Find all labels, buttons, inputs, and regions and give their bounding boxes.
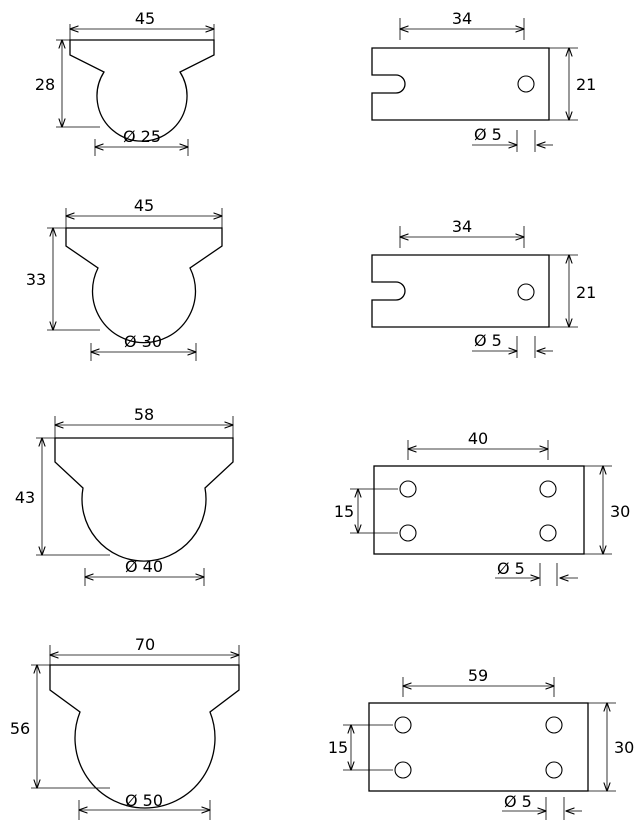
row-2: 45 33 Ø 30 34 21 Ø 5 [26,196,596,361]
width-label: 30 [614,738,634,757]
height-label: 28 [35,75,55,94]
hole [517,283,535,301]
height-label: 43 [15,488,35,507]
plate-outline [371,47,550,121]
width-label: 70 [135,635,155,654]
width-label: 45 [135,9,155,28]
hole-diameter-label: Ø 5 [504,792,532,811]
hole-spacing-label: 40 [468,429,488,448]
hole-spacing-label: 34 [452,217,472,236]
hole-spacing-label: 59 [468,666,488,685]
width-label: 45 [134,196,154,215]
top-view-4: 59 15 30 Ø 5 [328,666,634,820]
side-view-4: 70 56 Ø 50 [10,635,240,820]
plate-outline [371,254,550,328]
plate-outline [373,465,585,555]
plate-outline [368,702,589,792]
width-label: 21 [576,75,596,94]
row-1: 45 28 Ø 25 34 21 Ø 5 [35,9,596,156]
hole [394,761,412,779]
hole [545,761,563,779]
width-label: 30 [610,502,630,521]
bracket-outline [54,437,234,562]
side-view-1: 45 28 Ø 25 [35,9,215,156]
bracket-outline [49,664,240,809]
width-label: 58 [134,405,154,424]
hole-pitch-label: 15 [328,738,348,757]
diameter-label: Ø 25 [123,127,161,146]
hole [399,480,417,498]
diameter-label: Ø 40 [125,557,163,576]
hole [517,75,535,93]
hole-diameter-label: Ø 5 [474,125,502,144]
row-4: 70 56 Ø 50 59 15 30 [10,635,634,820]
width-label: 21 [576,283,596,302]
hole-diameter-label: Ø 5 [497,559,525,578]
hole [399,524,417,542]
hole-spacing-label: 34 [452,9,472,28]
height-label: 33 [26,270,46,289]
hole-pitch-label: 15 [334,502,354,521]
row-3: 58 43 Ø 40 40 15 30 [15,405,630,586]
hole [539,480,557,498]
side-view-2: 45 33 Ø 30 [26,196,223,361]
side-view-3: 58 43 Ø 40 [15,405,234,586]
hole-diameter-label: Ø 5 [474,331,502,350]
top-view-1: 34 21 Ø 5 [371,9,596,152]
height-label: 56 [10,719,30,738]
hole [539,524,557,542]
top-view-3: 40 15 30 Ø 5 [334,429,630,586]
top-view-2: 34 21 Ø 5 [371,217,596,358]
diameter-label: Ø 30 [124,332,162,351]
hole [394,716,412,734]
hole [545,716,563,734]
bracket-outline [65,227,223,344]
bracket-outline [69,39,215,142]
diameter-label: Ø 50 [125,791,163,810]
